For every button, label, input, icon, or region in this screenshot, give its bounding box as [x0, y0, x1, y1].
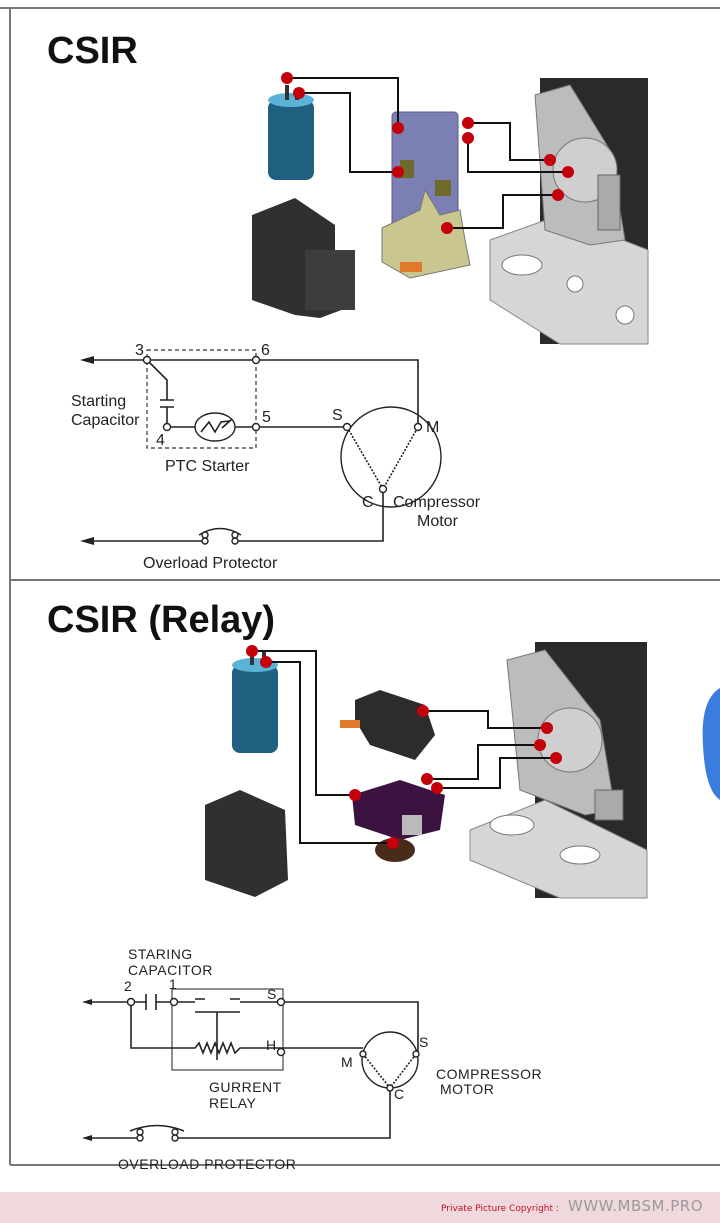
- overload-symbol: [129, 1124, 185, 1132]
- ptc-thermistor-symbol: [194, 412, 236, 442]
- ptc-starter-box: [146, 349, 257, 449]
- relay-h-label: H: [266, 1037, 277, 1053]
- motor-circle: [340, 406, 442, 508]
- copyright-footer: Private Picture Copyright : WWW.MBSM.PRO: [0, 1192, 720, 1223]
- compressor-motor-label: Compressor: [393, 494, 481, 511]
- section-title-csir-relay: CSIR (Relay): [47, 599, 275, 641]
- motor-m-label: M: [341, 1054, 353, 1070]
- motor-c-label: C: [362, 494, 374, 511]
- current-relay-box: [171, 988, 284, 1071]
- current-relay-label: GURRENT: [209, 1079, 282, 1095]
- motor-s-label: S: [332, 407, 343, 424]
- current-relay-illustration: [352, 780, 445, 862]
- motor-circle: [361, 1031, 419, 1089]
- overload-protector-illustration: [381, 188, 471, 279]
- arrow-left-icon: [80, 356, 94, 364]
- compressor-illustration: [489, 78, 649, 345]
- connection-dots: [281, 72, 574, 234]
- csir-relay-component-illustration: [205, 642, 648, 899]
- terminal-4-label: 4: [156, 432, 165, 449]
- motor-s-label: S: [419, 1034, 429, 1050]
- frame: [0, 7, 720, 1166]
- side-accent-shape: [702, 688, 720, 800]
- csir-schematic: [80, 349, 442, 545]
- capacitor-illustration: [232, 650, 278, 753]
- compressor-motor-label: COMPRESSOR: [436, 1066, 542, 1082]
- section-title-csir: CSIR: [47, 30, 138, 72]
- connection-dots: [246, 645, 562, 849]
- terminal-6-label: 6: [261, 342, 270, 359]
- terminal-5-label: 5: [262, 409, 271, 426]
- terminal-1-label: 1: [169, 976, 177, 992]
- capacitor-illustration: [268, 85, 314, 180]
- overload-protector-label: OVERLOAD PROTECTOR: [118, 1156, 296, 1172]
- capacitor-symbol: [145, 994, 157, 1010]
- arrow-left-icon: [80, 537, 94, 545]
- current-relay-label-2: RELAY: [209, 1095, 257, 1111]
- motor-c-label: C: [394, 1086, 405, 1102]
- copyright-label: Private Picture Copyright :: [441, 1204, 559, 1214]
- compressor-motor-label-2: MOTOR: [440, 1081, 494, 1097]
- ptc-starter-label: PTC Starter: [165, 458, 250, 475]
- overload-protector-label: Overload Protector: [143, 555, 278, 572]
- overload-protector-illustration: [340, 690, 435, 760]
- terminal-3-label: 3: [135, 342, 144, 359]
- csir-component-illustration: [252, 72, 649, 345]
- ptc-starter-illustration: [391, 111, 459, 243]
- csir-relay-schematic: [82, 988, 420, 1142]
- staring-capacitor-label: STARING: [128, 946, 193, 962]
- cover-illustration: [205, 790, 288, 897]
- compressor-motor-label-2: Motor: [417, 513, 459, 530]
- motor-m-label: M: [426, 419, 439, 436]
- cover-illustration: [252, 198, 355, 318]
- starting-capacitor-label-2: Capacitor: [71, 412, 140, 429]
- arrow-left-icon: [82, 1135, 92, 1141]
- arrow-left-icon: [82, 999, 92, 1005]
- site-watermark: WWW.MBSM.PRO: [568, 1197, 704, 1215]
- staring-capacitor-label-2: CAPACITOR: [128, 962, 213, 978]
- compressor-illustration: [469, 642, 648, 899]
- terminal-2-label: 2: [124, 978, 132, 994]
- relay-s-label: S: [267, 986, 277, 1002]
- starting-capacitor-label: Starting: [71, 393, 126, 410]
